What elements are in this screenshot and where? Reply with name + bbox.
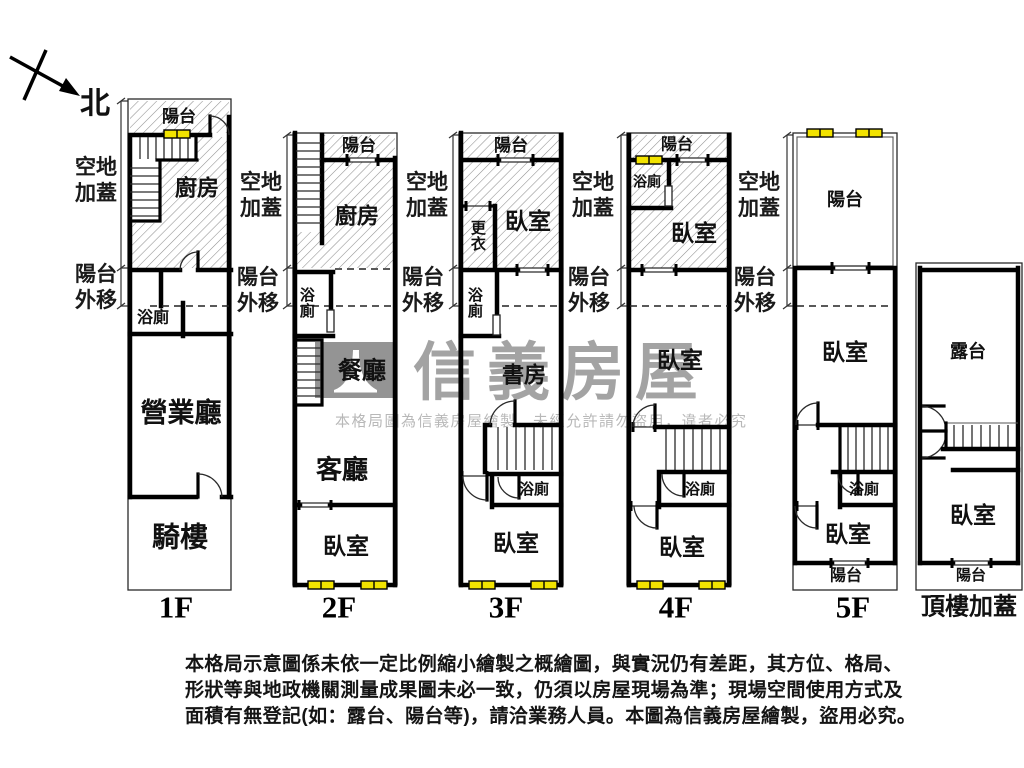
disclaimer-line-3: 面積有無登記(如：露台、陽台等)，請洽業務人員。本圖為信義房屋繪製，盜用必究。 (185, 706, 917, 727)
disclaimer-line-1: 本格局示意圖係未依一定比例縮小繪製之概繪圖，與實況仍有差距，其方位、格局、 (185, 654, 903, 675)
disclaimer-line-2: 形狀等與地政機關測量成果圖未必一致，仍須以房屋現場為準；現場空間使用方式及 (185, 680, 903, 701)
floorplan-4f-geometry (626, 132, 732, 590)
floorplan-roof-geometry (915, 262, 1023, 591)
floorplan-1f-geometry (127, 98, 234, 591)
watermark-graphic: 信義房屋 本格局圖為信義房屋繪製，未經允許請勿盜用，違者必究 (315, 338, 748, 430)
floorplan-5f-geometry (792, 128, 898, 591)
watermark-notice: 本格局圖為信義房屋繪製，未經允許請勿盜用，違者必究 (335, 412, 748, 430)
dimension-lines (116, 97, 793, 310)
floorplan-2f-geometry (292, 130, 398, 590)
north-arrow-icon (9, 49, 80, 101)
floorplan-3f-geometry (458, 130, 564, 590)
